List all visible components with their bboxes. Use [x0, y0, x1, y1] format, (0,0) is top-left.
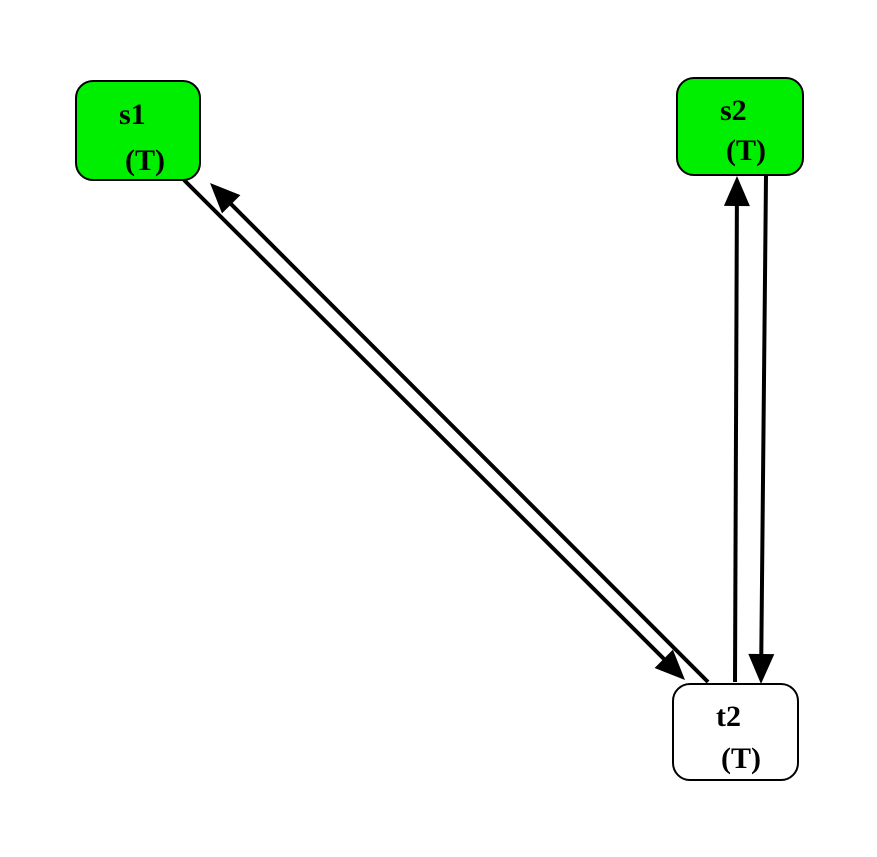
node-t2-sublabel: (T) — [721, 742, 761, 775]
arrowhead-s1-to-t2 — [654, 649, 685, 680]
arrowhead-s2-to-t2 — [748, 653, 775, 684]
node-t2[interactable]: t2 (T) — [672, 683, 799, 781]
edge-s2-to-t2 — [759, 175, 768, 657]
edge-s1-to-t2 — [182, 178, 667, 662]
arrowhead-t2-to-s1 — [210, 183, 241, 214]
arrowhead-t2-to-s2 — [723, 176, 750, 207]
edge-t2-to-s1 — [228, 201, 710, 684]
node-s1-label: s1 — [119, 98, 146, 131]
node-s1-sublabel: (T) — [125, 144, 165, 177]
node-s2-sublabel: (T) — [726, 134, 766, 167]
node-s1[interactable]: s1 (T) — [75, 80, 201, 181]
edge-t2-to-s2 — [733, 203, 739, 683]
node-s2[interactable]: s2 (T) — [676, 77, 804, 176]
node-t2-label: t2 — [716, 700, 741, 733]
edge-group — [182, 175, 775, 684]
node-s2-label: s2 — [720, 94, 747, 127]
